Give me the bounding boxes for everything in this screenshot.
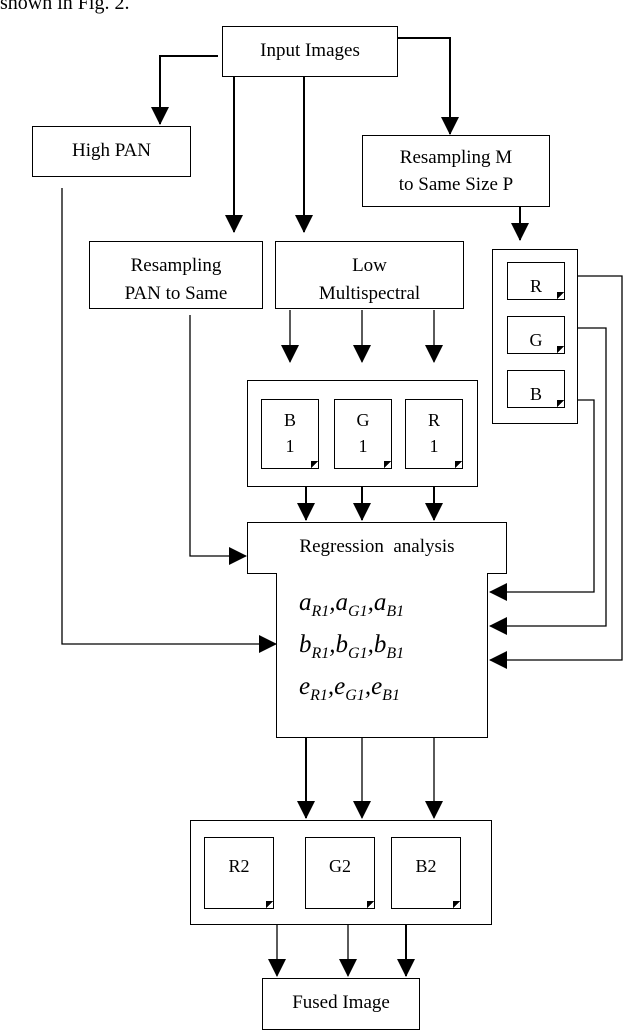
low-band-b1-index: 1	[285, 436, 295, 456]
low-multispectral-line2: Multispectral	[318, 283, 421, 304]
low-band-b1-letter: B	[283, 410, 296, 430]
resampling-m-line1: Resampling M	[399, 147, 513, 168]
low-band-b1: B 1	[261, 399, 319, 469]
arrow-input-resamplem	[398, 37, 459, 135]
resampling-pan-line2: PAN to Same	[124, 283, 228, 304]
fused-bands-group: R2 G2 B2	[190, 820, 492, 925]
coef-row-e: eR1,eG1,eB1	[299, 673, 400, 704]
fused-image-box: Fused Image	[262, 978, 420, 1030]
fused-band-b2: B2	[391, 837, 461, 909]
coefficients-box: aR1,aG1,aB1 bR1,bG1,bB1 eR1,eG1,eB1	[276, 573, 488, 738]
coef-e-1: eR1	[299, 673, 328, 704]
input-images-label: Input Images	[260, 40, 360, 61]
low-band-g1: G 1	[334, 399, 392, 469]
low-band-r1: R 1	[405, 399, 463, 469]
coef-a-2: aG1	[335, 589, 368, 620]
arrow-highpan-coef	[61, 188, 277, 653]
coef-b-2: bG1	[335, 631, 368, 662]
resampled-band-b: B	[507, 370, 565, 408]
coef-e-2: eG1	[334, 673, 365, 704]
fused-image-label: Fused Image	[292, 992, 390, 1013]
resampling-pan-box: Resampling PAN to Same	[89, 241, 263, 309]
coef-a-1: aR1	[299, 589, 330, 620]
low-band-r1-index: 1	[429, 436, 439, 456]
coef-e-3: eB1	[371, 673, 400, 704]
coef-b-3: bB1	[373, 631, 405, 662]
low-multispectral-line1: Low	[352, 255, 387, 276]
resampling-pan-line1: Resampling	[130, 255, 222, 276]
coef-row-b: bR1,bG1,bB1	[299, 631, 405, 662]
arrow-resamplepan-regression	[189, 315, 247, 565]
arrow-b-coef	[489, 399, 595, 601]
low-band-r1-letter: R	[427, 410, 440, 430]
low-bands-group: B 1 G 1 R 1	[247, 380, 478, 487]
input-images-box: Input Images	[222, 26, 398, 77]
fused-band-g2: G2	[305, 837, 375, 909]
low-band-g1-letter: G	[356, 410, 370, 430]
resampled-band-g: G	[507, 316, 565, 354]
resampled-band-r: R	[507, 262, 565, 300]
coef-a-3: aB1	[373, 589, 405, 620]
regression-analysis-box: Regression analysis	[247, 522, 507, 574]
arrow-g-coef	[489, 327, 607, 635]
resampling-m-line2: to Same Size P	[398, 174, 514, 195]
high-pan-box: High PAN	[32, 126, 191, 177]
coef-b-1: bR1	[299, 631, 330, 662]
resampled-bands-group: R G B	[492, 249, 578, 424]
fused-band-r2: R2	[204, 837, 274, 909]
regression-analysis-label: Regression analysis	[299, 536, 455, 557]
coef-row-a: aR1,aG1,aB1	[299, 589, 405, 620]
caption: shown in Fig. 2.	[0, 0, 130, 14]
high-pan-label: High PAN	[71, 140, 151, 161]
resampling-m-box: Resampling M to Same Size P	[362, 135, 550, 207]
arrow-r-coef	[489, 275, 623, 669]
low-multispectral-box: Low Multispectral	[275, 241, 464, 309]
low-band-g1-index: 1	[358, 436, 368, 456]
arrow-input-highpan	[151, 55, 218, 125]
